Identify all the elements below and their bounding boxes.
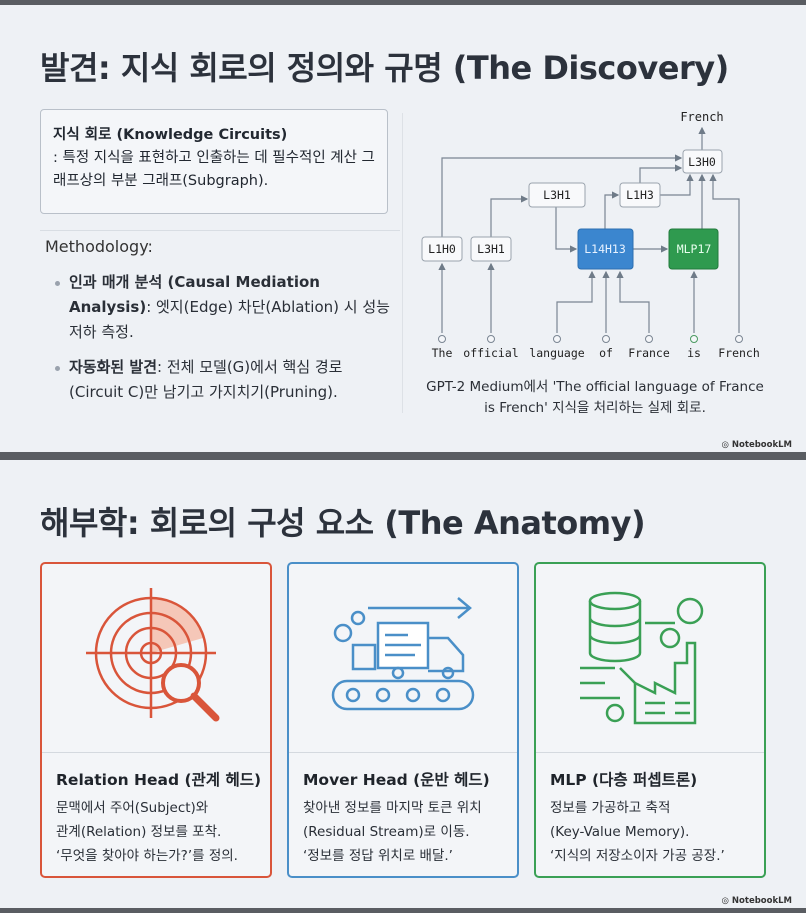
node-box [577, 228, 634, 270]
card-title: MLP (다층 퍼셉트론) [550, 771, 698, 789]
card-line: 찾아낸 정보를 마지막 토큰 위치 [303, 800, 482, 816]
radar-magnifier-icon [42, 564, 270, 752]
node-box [421, 236, 463, 262]
bullet-bold: 자동화된 발견 [69, 358, 158, 376]
list-item: 자동화된 발견: 전체 모델(G)에서 핵심 경로(Circuit C)만 남기… [55, 355, 395, 405]
output-token: French [680, 110, 723, 124]
node-box [668, 228, 719, 270]
card-title: Mover Head (운반 헤드) [303, 771, 490, 789]
definition-box: 지식 회로 (Knowledge Circuits) : 특정 지식을 표현하고… [40, 109, 388, 214]
definition-text: : 특정 지식을 표현하고 인출하는 데 필수적인 계산 그래프상의 부분 그래… [53, 150, 375, 189]
bullet-bold: 인과 매개 분석 (Causal Mediation Analysis) [69, 273, 320, 316]
conveyor-truck-icon [289, 564, 517, 752]
card-body: 찾아낸 정보를 마지막 토큰 위치 (Residual Stream)로 이동.… [303, 796, 482, 868]
divider [289, 752, 517, 753]
watermark-text: NotebookLM [731, 440, 792, 450]
methodology-label: Methodology: [45, 237, 153, 256]
slide-title: 발견: 지식 회로의 정의와 규명 (The Discovery) [40, 49, 729, 87]
card-mover-head: Mover Head (운반 헤드) 찾아낸 정보를 마지막 토큰 위치 (Re… [287, 562, 519, 878]
token: language [529, 346, 584, 360]
database-factory-icon [536, 564, 764, 752]
notebooklm-logo-icon: ◎ [721, 896, 729, 906]
slide-anatomy: 해부학: 회로의 구성 요소 (The Anatomy) Relation He… [0, 460, 806, 908]
token: official [463, 346, 518, 360]
list-item: 인과 매개 분석 (Causal Mediation Analysis): 엣지… [55, 270, 395, 345]
divider [402, 113, 403, 413]
divider [40, 230, 400, 231]
node-l3h0: L3H0 [688, 155, 716, 169]
card-line: 관계(Relation) 정보를 포착. [56, 824, 222, 840]
slide-title: 해부학: 회로의 구성 요소 (The Anatomy) [40, 504, 646, 542]
circuit-diagram: French L3H0 L3H1 L1H3 L1H0 L3H1 L14H13 M… [421, 110, 760, 360]
slide-discovery: 발견: 지식 회로의 정의와 규명 (The Discovery) 지식 회로 … [0, 5, 806, 452]
card-line: 정보를 가공하고 축적 [550, 800, 671, 816]
card-title: Relation Head (관계 헤드) [56, 771, 262, 789]
notebooklm-logo-icon: ◎ [721, 440, 729, 450]
watermark: ◎NotebookLM [722, 440, 793, 450]
bullet-text: : 전체 모델(G)에서 핵심 경로(Circuit C)만 남기고 가지치기(… [69, 358, 343, 401]
card-line: (Key-Value Memory). [550, 824, 690, 840]
bullet-text: : 엣지(Edge) 차단(Ablation) 시 성능 저하 측정. [69, 298, 390, 341]
card-mlp: MLP (다층 퍼셉트론) 정보를 가공하고 축적 (Key-Value Mem… [534, 562, 766, 878]
node-l14h13: L14H13 [584, 242, 626, 256]
node-l3h1-top: L3H1 [543, 188, 571, 202]
diagram-caption: GPT-2 Medium에서 'The official language of… [426, 379, 764, 416]
node-box [682, 149, 723, 174]
node-box [528, 182, 586, 208]
token: of [599, 346, 613, 360]
token: French [718, 346, 760, 360]
card-line: (Residual Stream)로 이동. [303, 824, 470, 840]
card-body: 문맥에서 주어(Subject)와 관계(Relation) 정보를 포착. ‘… [56, 796, 238, 868]
node-l3h1: L3H1 [477, 242, 505, 256]
token: The [432, 346, 453, 360]
card-line: ‘정보를 정답 위치로 배달.’ [303, 848, 453, 864]
definition-term: 지식 회로 (Knowledge Circuits) [53, 127, 288, 143]
edges [438, 126, 740, 333]
card-line: ‘무엇을 찾아야 하는가?’를 정의. [56, 848, 238, 864]
node-box [470, 236, 512, 262]
methodology-list: 인과 매개 분석 (Causal Mediation Analysis): 엣지… [55, 270, 395, 415]
node-l1h3: L1H3 [626, 188, 654, 202]
token: France [628, 346, 670, 360]
divider [536, 752, 764, 753]
card-relation-head: Relation Head (관계 헤드) 문맥에서 주어(Subject)와 … [40, 562, 272, 878]
card-line: 문맥에서 주어(Subject)와 [56, 800, 209, 816]
node-mlp17: MLP17 [677, 242, 712, 256]
node-box [619, 182, 661, 208]
watermark: ◎NotebookLM [722, 896, 793, 906]
card-line: ‘지식의 저장소이자 가공 공장.’ [550, 848, 725, 864]
node-l1h0: L1H0 [428, 242, 456, 256]
divider [42, 752, 270, 753]
token: is [687, 346, 701, 360]
card-body: 정보를 가공하고 축적 (Key-Value Memory). ‘지식의 저장소… [550, 796, 725, 868]
watermark-text: NotebookLM [731, 896, 792, 906]
